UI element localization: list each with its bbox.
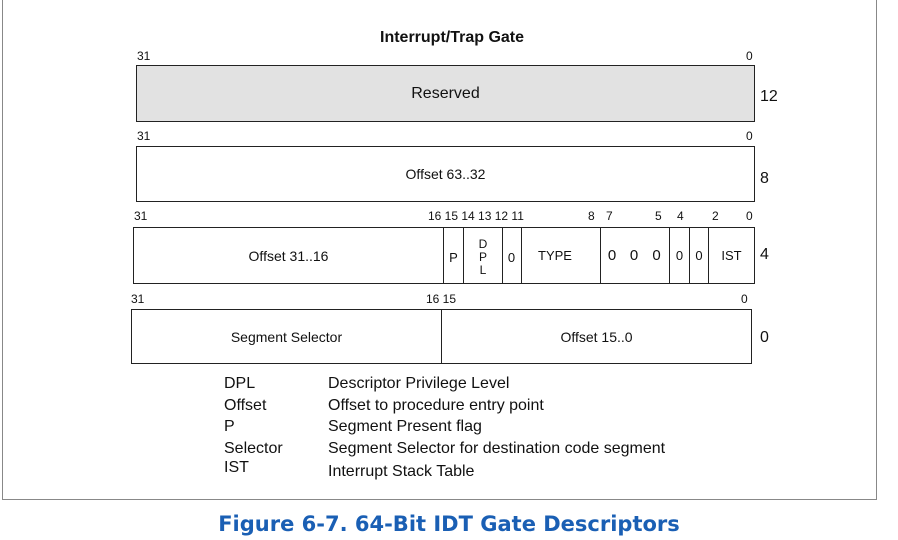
divider: [521, 228, 522, 283]
reserved-field: Reserved: [136, 65, 755, 122]
reserved-label: Reserved: [411, 84, 480, 102]
legend-term-offset: Offset: [224, 397, 267, 414]
byte-offset-8: 8: [760, 170, 769, 187]
low-dword-field: Offset 31..16 P D P L 0 TYPE 0 0 0 0 0 I…: [133, 227, 755, 284]
zero-bit-7: 0: [607, 247, 617, 264]
bit-label-0: 0: [741, 292, 748, 306]
bit-label-31: 31: [134, 209, 148, 223]
bit-label-8: 8: [588, 209, 595, 223]
bit-label-7: 7: [606, 209, 613, 223]
dpl-label-d: D: [478, 236, 488, 251]
zero-bit-5: 0: [652, 247, 661, 264]
ist-label: IST: [721, 248, 742, 263]
zero-bit-12: 0: [507, 250, 516, 265]
dpl-label-l: L: [479, 262, 487, 277]
legend-term-p: P: [224, 418, 235, 435]
legend-desc-selector: Segment Selector for destination code se…: [328, 440, 666, 457]
bit-label-5: 5: [655, 209, 662, 223]
legend-term-ist: IST: [224, 459, 249, 476]
divider: [708, 228, 709, 283]
bit-label-0: 0: [746, 209, 753, 223]
bit-label-31: 31: [131, 292, 145, 306]
bit-label-0: 0: [746, 129, 753, 143]
bit-label-31: 31: [137, 49, 151, 63]
byte-offset-4: 4: [760, 246, 769, 263]
legend-term-dpl: DPL: [224, 375, 256, 392]
divider: [463, 228, 464, 283]
divider: [600, 228, 601, 283]
legend-desc-dpl: Descriptor Privilege Level: [328, 375, 510, 392]
offset-31-16-label: Offset 31..16: [248, 247, 329, 264]
legend-desc-p: Segment Present flag: [328, 418, 482, 435]
legend-term-selector: Selector: [224, 440, 283, 457]
present-flag-label: P: [449, 250, 458, 265]
divider: [441, 310, 442, 363]
figure-caption: Figure 6-7. 64-Bit IDT Gate Descriptors: [218, 512, 680, 536]
zero-bit-4: 0: [675, 248, 684, 263]
byte-offset-0: 0: [760, 329, 769, 346]
bit-labels-16-11: 16 15 14 13 12 11: [428, 209, 524, 223]
bit-label-0: 0: [746, 49, 753, 63]
divider: [669, 228, 670, 283]
offset-63-32-label: Offset 63..32: [405, 166, 486, 182]
bit-label-4: 4: [677, 209, 684, 223]
bit-label-31: 31: [137, 129, 151, 143]
dpl-label-p: P: [478, 249, 487, 264]
zero-bit-3: 0: [695, 248, 703, 263]
divider: [689, 228, 690, 283]
figure-frame: [2, 0, 877, 500]
bit-label-2: 2: [712, 209, 719, 223]
high-dword-field: Segment Selector Offset 15..0: [131, 309, 752, 364]
byte-offset-12: 12: [760, 88, 778, 105]
legend-desc-ist: Interrupt Stack Table: [328, 463, 475, 480]
offset-15-0-label: Offset 15..0: [560, 328, 633, 345]
segment-selector-label: Segment Selector: [230, 328, 343, 345]
type-label: TYPE: [538, 248, 572, 263]
bit-labels-16-15: 16 15: [426, 292, 457, 306]
zero-bit-6: 0: [629, 247, 639, 264]
diagram-title: Interrupt/Trap Gate: [380, 29, 525, 46]
legend-desc-offset: Offset to procedure entry point: [328, 397, 544, 414]
divider: [502, 228, 503, 283]
divider: [443, 228, 444, 283]
offset-63-32-field: Offset 63..32: [136, 146, 755, 202]
